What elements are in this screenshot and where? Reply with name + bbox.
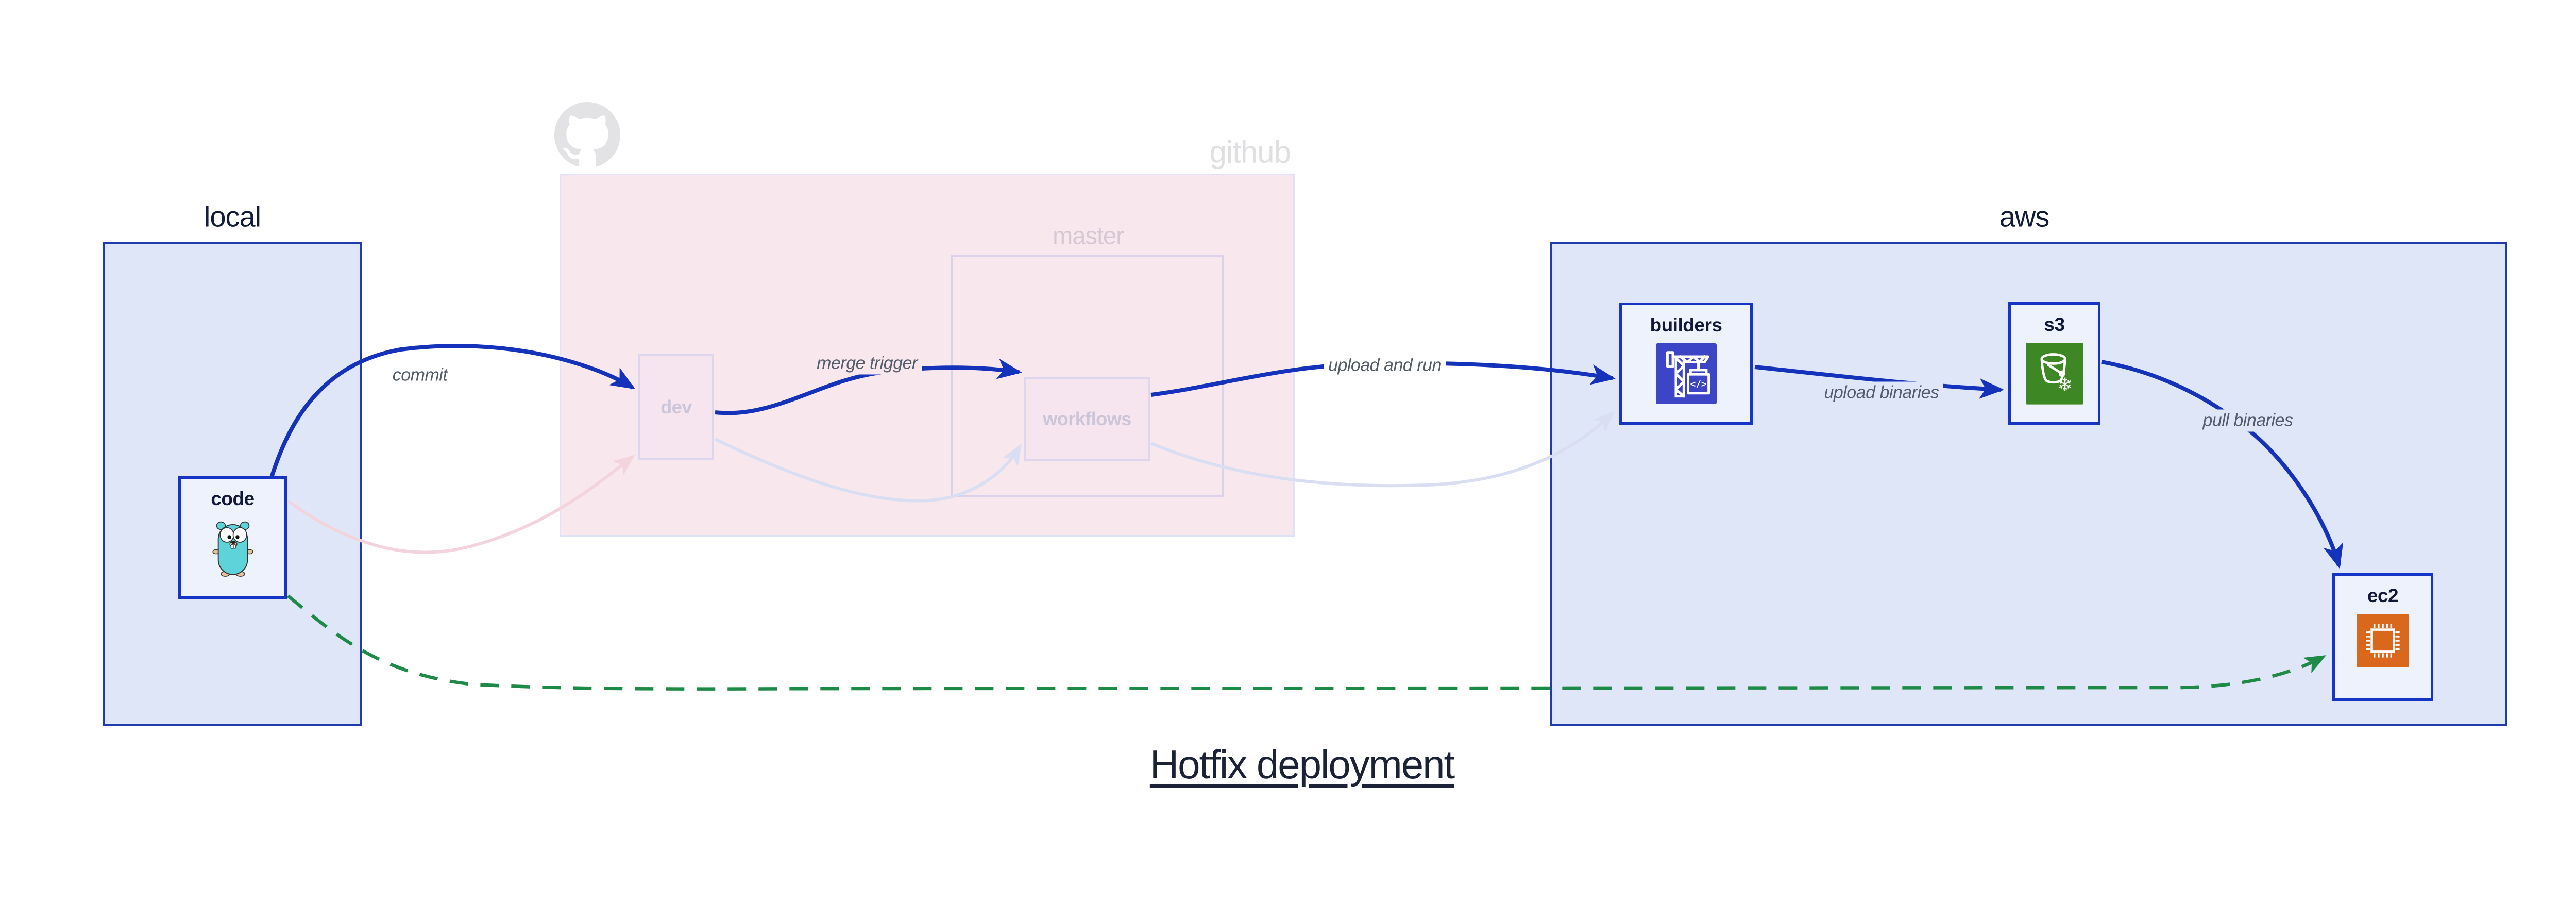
- master-branch-box: [951, 255, 1224, 497]
- edge-label-upload-and-run: upload and run: [1324, 354, 1446, 377]
- node-workflows-label: workflows: [1043, 408, 1131, 429]
- node-code: code: [178, 476, 287, 599]
- title-wrap: Hotfix deployment: [0, 741, 2576, 788]
- snowflake-glyph: ❄: [2057, 374, 2073, 395]
- edge-label-merge-trigger: merge trigger: [812, 352, 922, 375]
- node-code-label: code: [211, 488, 255, 509]
- node-s3-label: s3: [2044, 314, 2065, 335]
- node-dev: dev: [638, 354, 714, 460]
- node-builders-label: builders: [1650, 314, 1722, 336]
- region-local-label: local: [204, 200, 261, 233]
- node-dev-label: dev: [660, 396, 692, 417]
- edge-label-commit: commit: [388, 364, 452, 387]
- node-workflows: workflows: [1024, 377, 1150, 461]
- region-aws-label: aws: [1999, 200, 2050, 233]
- node-s3: s3 ❄: [2008, 302, 2100, 425]
- node-builders: builders </>: [1619, 303, 1753, 425]
- node-ec2: ec2: [2332, 573, 2433, 701]
- github-octocat-icon: [554, 102, 620, 166]
- gopher-icon: [212, 521, 253, 577]
- diagram-title: Hotfix deployment: [1149, 742, 1455, 787]
- code-glyph: </>: [1690, 379, 1706, 390]
- master-branch-label: master: [1053, 222, 1124, 249]
- edge-label-upload-binaries: upload binaries: [1820, 381, 1943, 404]
- ec2-chip-icon: [2357, 614, 2409, 667]
- codebuild-crane-icon: </>: [1655, 343, 1717, 404]
- s3-bucket-snowflake-icon: ❄: [2025, 343, 2083, 405]
- node-ec2-label: ec2: [2367, 585, 2399, 606]
- edge-label-pull-binaries: pull binaries: [2198, 409, 2297, 432]
- region-github-label: github: [1209, 135, 1291, 170]
